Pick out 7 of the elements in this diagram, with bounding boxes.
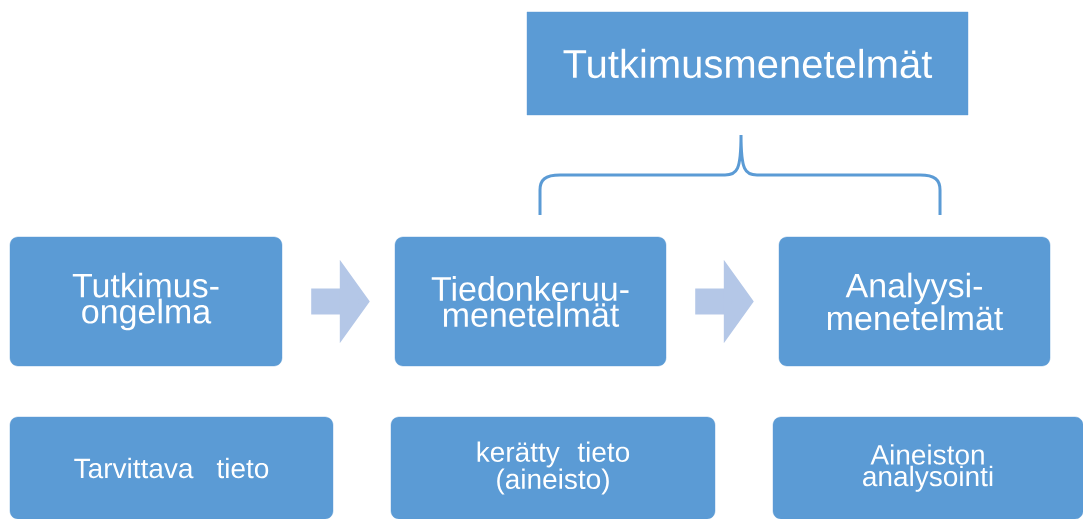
heading-box: Tutkimusmenetelmät [526,11,969,116]
note-box: Aineiston analysointi [772,416,1083,519]
process-box: Tiedonkeruu- menetelmät [394,236,667,367]
note-box: kerätty tieto (aineisto) [390,416,716,519]
note-box: Tarvittava tieto [9,416,334,519]
process-box: Tutkimus- ongelma [9,236,283,367]
process-box: Analyysi- menetelmät [778,236,1051,367]
